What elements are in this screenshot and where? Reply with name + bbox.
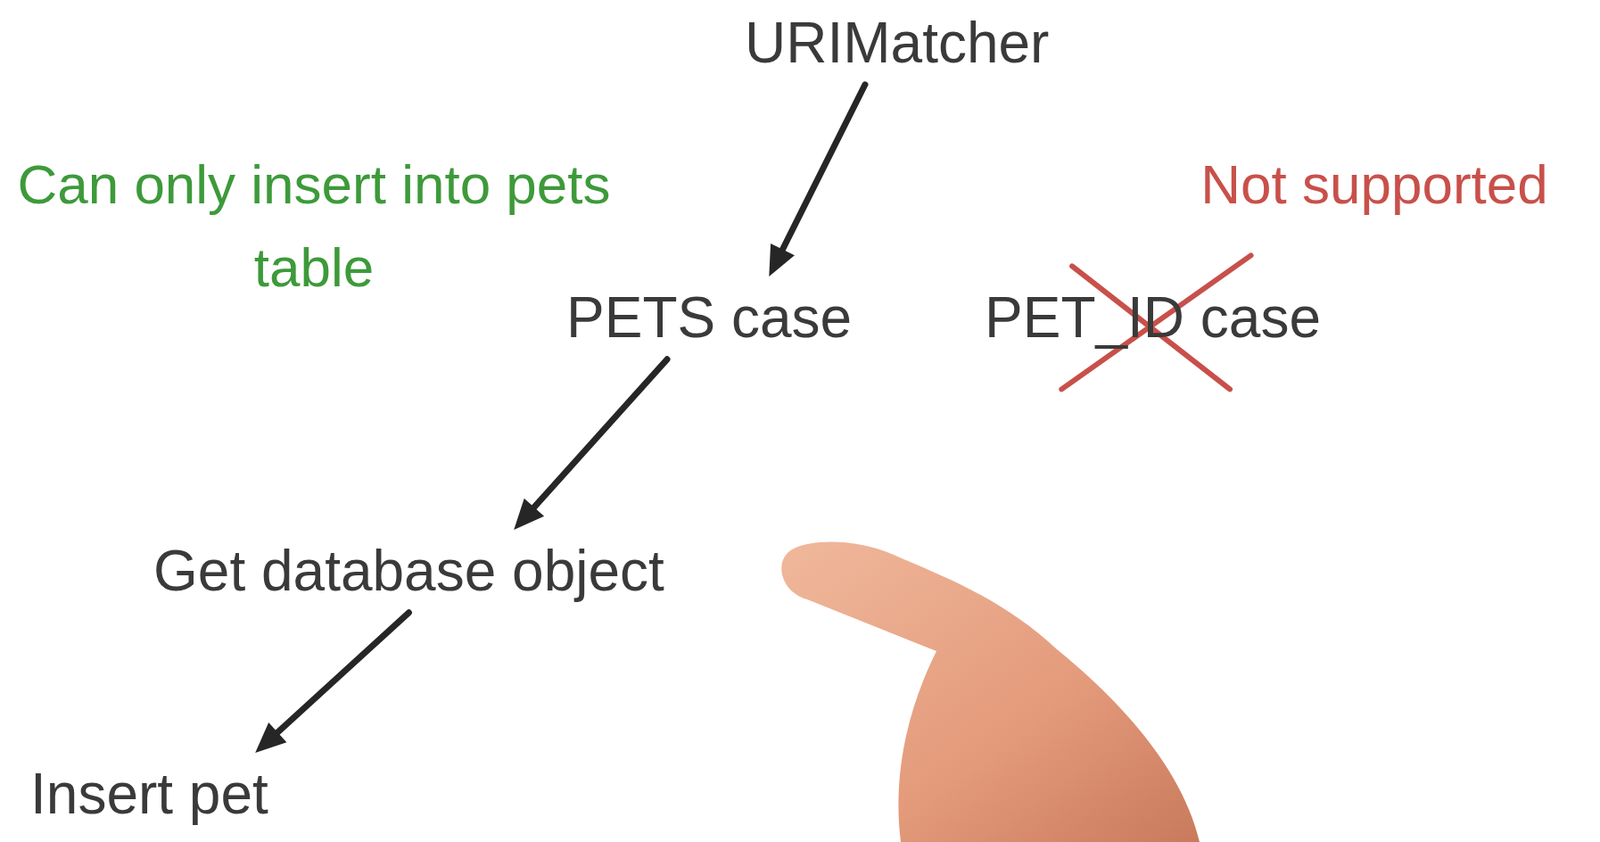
text-node: Insert pet [23,752,276,836]
arrow-connector [768,84,866,277]
text-node: Get database object [146,529,672,613]
connector-line [530,359,668,512]
arrow-connector [513,359,668,530]
node-text: PET_ID case [984,283,1321,353]
node-text: PETS case [566,283,852,353]
pointing-hand [781,541,1200,842]
arrow-head [768,243,795,277]
arrow-head [513,498,545,530]
node-text: URIMatcher [744,8,1049,78]
arrow-connector [255,612,409,753]
connector-line [273,612,410,736]
text-node: PETS case [559,276,859,360]
connector-line [780,84,866,255]
node-text: Insert pet [30,759,269,829]
text-node: PET_ID case [977,276,1328,360]
text-node: URIMatcher [737,1,1056,85]
note-label: Not supported [1178,142,1571,226]
arrow-head [255,722,287,753]
node-text: Get database object [153,536,665,606]
note-label: Can only insert into pets table [15,142,613,309]
